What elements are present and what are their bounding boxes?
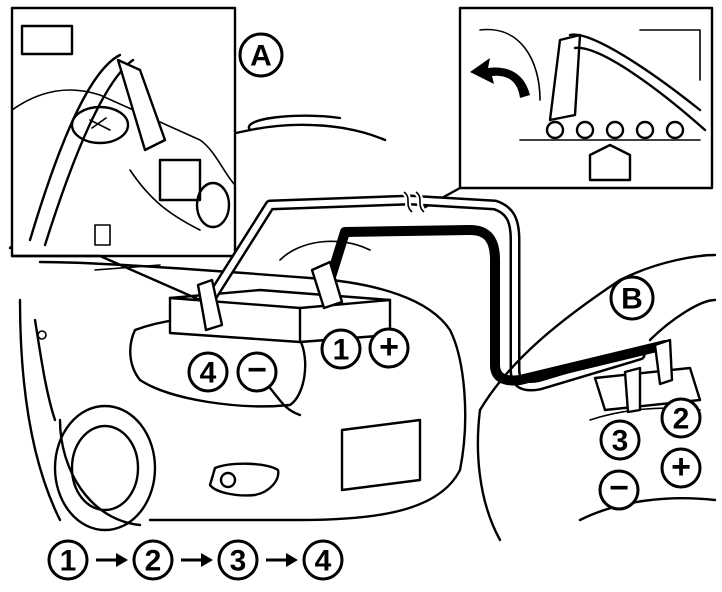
plus-label-front: + — [379, 328, 399, 366]
sequence-item-4: 4 — [302, 539, 344, 581]
plus-terminal-booster: + — [660, 447, 702, 489]
right-arrow-icon — [266, 553, 298, 567]
curved-arrow-icon — [470, 58, 530, 98]
front-car — [8, 114, 467, 532]
minus-terminal-booster: − — [598, 469, 640, 511]
sequence-label-4: 4 — [315, 545, 332, 578]
right-arrow-icon — [181, 553, 213, 567]
sequence-row: 1 2 3 4 — [47, 539, 344, 581]
minus-label-booster: − — [609, 469, 629, 507]
step-3-label: 3 — [612, 425, 629, 458]
callout-a-label: A — [250, 40, 272, 73]
plus-terminal-front: + — [368, 327, 410, 369]
sequence-label-3: 3 — [230, 545, 247, 578]
sequence-item-3: 3 — [217, 539, 259, 581]
callout-b: B — [609, 275, 655, 321]
minus-leader — [268, 386, 302, 417]
plus-label-booster: + — [671, 448, 691, 486]
step-3-marker: 3 — [599, 419, 641, 461]
sequence-label-1: 1 — [60, 545, 77, 578]
step-4-marker: 4 — [187, 351, 229, 393]
callout-a: A — [238, 32, 284, 78]
inset-top-right — [418, 6, 714, 212]
right-arrow-icon — [96, 553, 128, 567]
sequence-item-1: 1 — [47, 539, 89, 581]
inset-a — [10, 6, 237, 302]
step-2-marker: 2 — [660, 397, 702, 439]
jumper-cables — [196, 189, 670, 392]
step-4-label: 4 — [200, 357, 217, 390]
minus-terminal-front: − — [236, 351, 278, 393]
sequence-item-2: 2 — [132, 539, 174, 581]
callout-b-label: B — [621, 283, 643, 316]
step-1-marker: 1 — [320, 328, 362, 370]
sequence-label-2: 2 — [145, 545, 162, 578]
step-1-label: 1 — [333, 334, 350, 367]
minus-label-front: − — [247, 351, 267, 389]
step-2-label: 2 — [673, 403, 690, 436]
